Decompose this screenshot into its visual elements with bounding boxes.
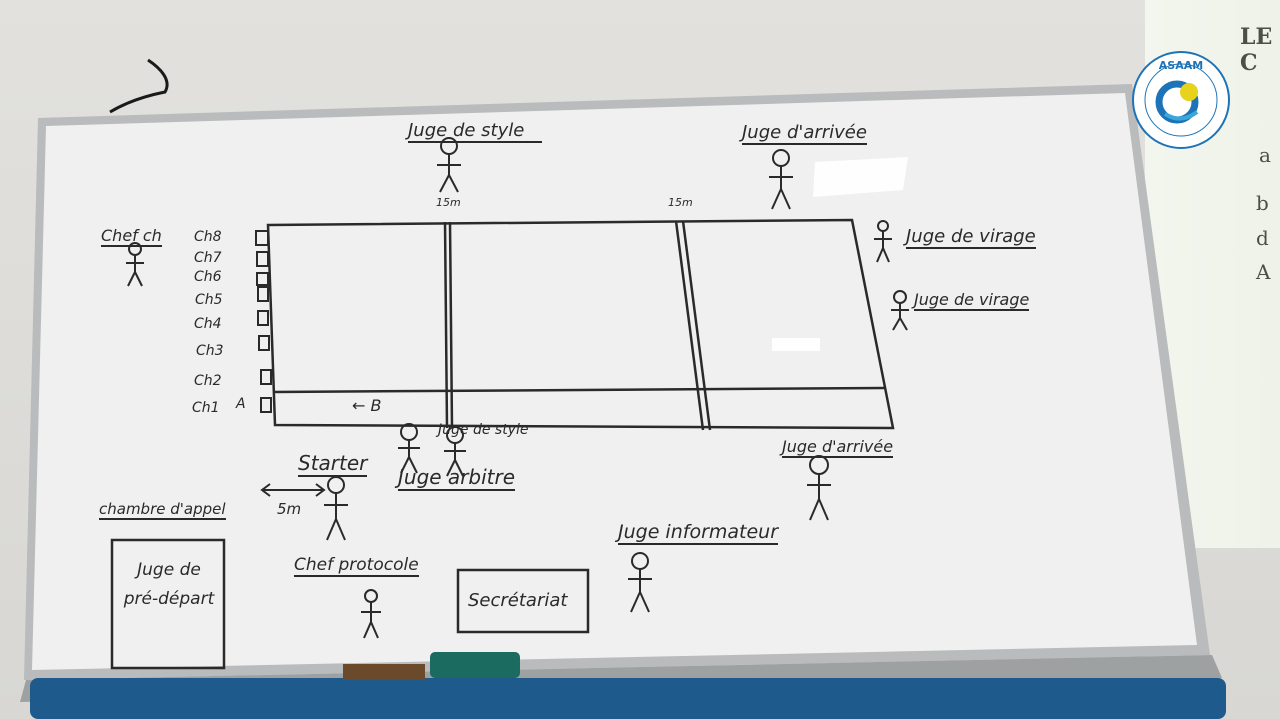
lane-label-ch5: Ch5 xyxy=(195,292,223,308)
projection-line-3: d xyxy=(1256,226,1269,250)
label-juge-style-top: Juge de style xyxy=(408,120,542,143)
logo-name: ASAAM xyxy=(1159,59,1203,72)
label-15m-left: 15m xyxy=(436,196,461,209)
label-juge-virage-1: Juge de virage xyxy=(906,226,1036,249)
label-juge-arbitre: Juge arbitre xyxy=(398,465,516,491)
label-juge-style-bottom: Juge de style xyxy=(438,422,529,438)
stick-figure-starter xyxy=(324,476,348,541)
stick-figure-chef-ch xyxy=(126,242,144,287)
lane-label-ch6: Ch6 xyxy=(194,269,222,285)
lane-label-ch8: Ch8 xyxy=(194,229,222,245)
label-juge-informateur: Juge informateur xyxy=(618,521,779,545)
stick-figure-protocole xyxy=(361,589,381,639)
label-juge-arrivee-bottom: Juge d'arrivée xyxy=(782,437,894,458)
projection-title: LE C xyxy=(1240,24,1273,76)
projection-line-1: a xyxy=(1259,143,1271,167)
stick-figure-virage-2 xyxy=(891,290,909,331)
stick-figure-arrivee-top xyxy=(769,149,793,210)
label-juge-arrivee-top: Juge d'arrivée xyxy=(742,122,867,145)
projection-line-4: A xyxy=(1256,260,1271,284)
label-starter: Starter xyxy=(298,451,368,477)
label-chef-protocole: Chef protocole xyxy=(294,555,419,577)
lane-label-ch2: Ch2 xyxy=(194,373,222,389)
lane-label-ch7: Ch7 xyxy=(194,250,222,266)
stick-figure-informateur xyxy=(628,552,652,613)
asaam-logo: ASAAM xyxy=(1132,51,1230,149)
lane-label-ch3: Ch3 xyxy=(196,343,224,359)
lane-label-ch4: Ch4 xyxy=(194,316,222,332)
stick-figure-arbitre xyxy=(398,423,420,474)
label-15m-right: 15m xyxy=(668,196,693,209)
lane-a-marker: A xyxy=(236,396,246,412)
stick-figure-style-bottom xyxy=(444,426,466,477)
label-juge-pre-depart: Juge de pré-départ xyxy=(123,560,215,609)
stick-figure-arrivee-bottom xyxy=(807,455,831,521)
lane-label-ch1: Ch1 xyxy=(192,400,220,416)
label-chef-ch: Chef ch xyxy=(101,226,162,247)
label-chambre-appel: chambre d'appel xyxy=(99,500,226,520)
stick-figure-style-top xyxy=(437,137,461,193)
label-juge-virage-2: Juge de virage xyxy=(914,290,1030,311)
label-secretariat: Secrétariat xyxy=(468,590,568,611)
pool-outline xyxy=(266,218,895,431)
stick-figure-virage-1 xyxy=(874,220,892,263)
projection-line-2: b xyxy=(1256,191,1269,215)
label-5m: 5m xyxy=(277,500,302,518)
label-arrow-b: ← B xyxy=(352,396,382,415)
